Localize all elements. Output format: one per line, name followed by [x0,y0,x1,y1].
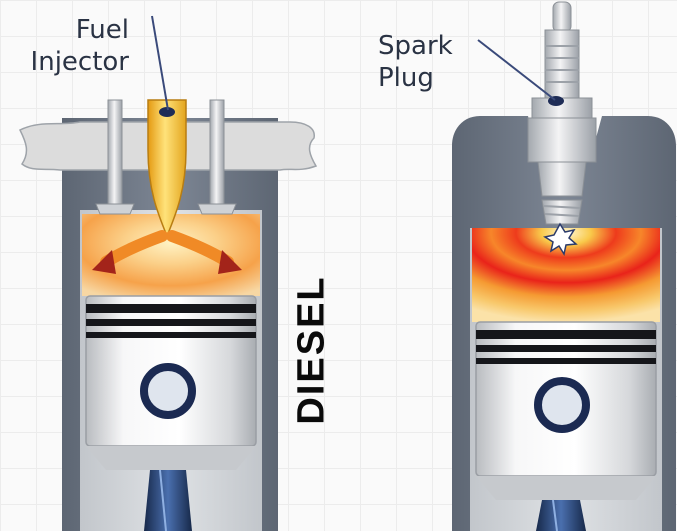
diesel-engine-label: DIESEL [290,275,333,425]
spark-plug-label: Spark Plug [378,31,453,93]
gasoline-cylinder-wall [452,116,676,531]
spark-burst-icon [543,222,578,256]
fuel-injector-leader-line [151,15,169,111]
piston-ring [86,319,256,326]
diesel-cylinder [18,99,318,531]
piston-pin [140,363,196,419]
gasoline-piston [475,321,657,500]
piston-ring [476,345,656,352]
diesel-piston [85,295,257,470]
fuel-injector-label: Fuel Injector [30,15,129,77]
diesel-valve-left [95,99,135,215]
piston-ring [476,330,656,339]
piston-ring [86,304,256,313]
gasoline-cylinder [452,1,676,531]
diesel-connecting-rod [144,469,192,531]
spark-plug-icon [527,1,597,225]
piston-ring [476,358,656,364]
spark-plug-leader-line [477,39,556,101]
diesel-valve-right [197,99,237,215]
gasoline-connecting-rod [536,499,586,531]
fuel-spray-arrow-icon [92,230,242,274]
piston-ring [86,332,256,338]
piston-pin [534,377,590,433]
